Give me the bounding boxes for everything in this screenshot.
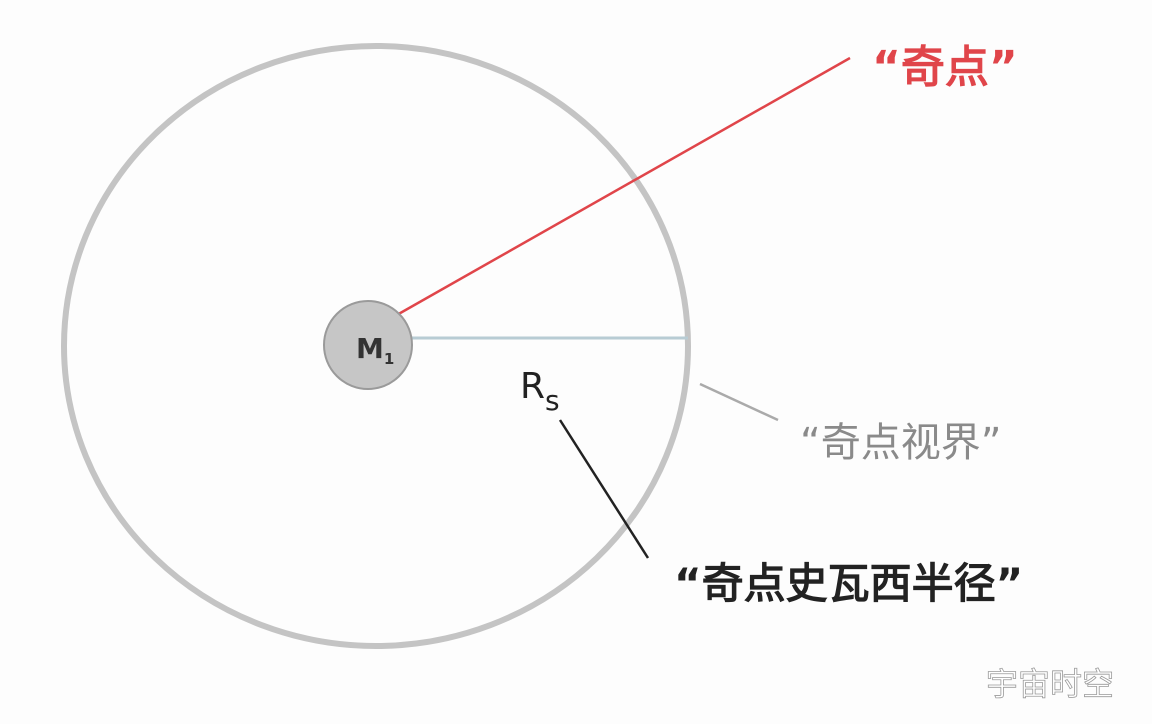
event-horizon-circle (61, 43, 691, 649)
event-horizon-caption: “奇点视界” (800, 420, 1001, 466)
schwarzschild-radius-leader-line (558, 419, 650, 559)
radius-label: Rs (520, 366, 560, 417)
mass-label: M1 (356, 332, 394, 368)
radius-symbol: R (520, 366, 545, 407)
singularity-leader-line (387, 56, 851, 322)
mass-symbol: M (356, 332, 384, 365)
singularity-caption: “奇点” (872, 42, 1018, 93)
central-mass-disc (323, 300, 413, 390)
schwarzschild-radius-caption: “奇点史瓦西半径” (674, 559, 1023, 608)
radius-subscript: s (545, 384, 560, 417)
event-horizon-leader-line (699, 382, 779, 422)
mass-subscript: 1 (384, 350, 394, 368)
watermark: 宇宙时空 (986, 665, 1114, 703)
